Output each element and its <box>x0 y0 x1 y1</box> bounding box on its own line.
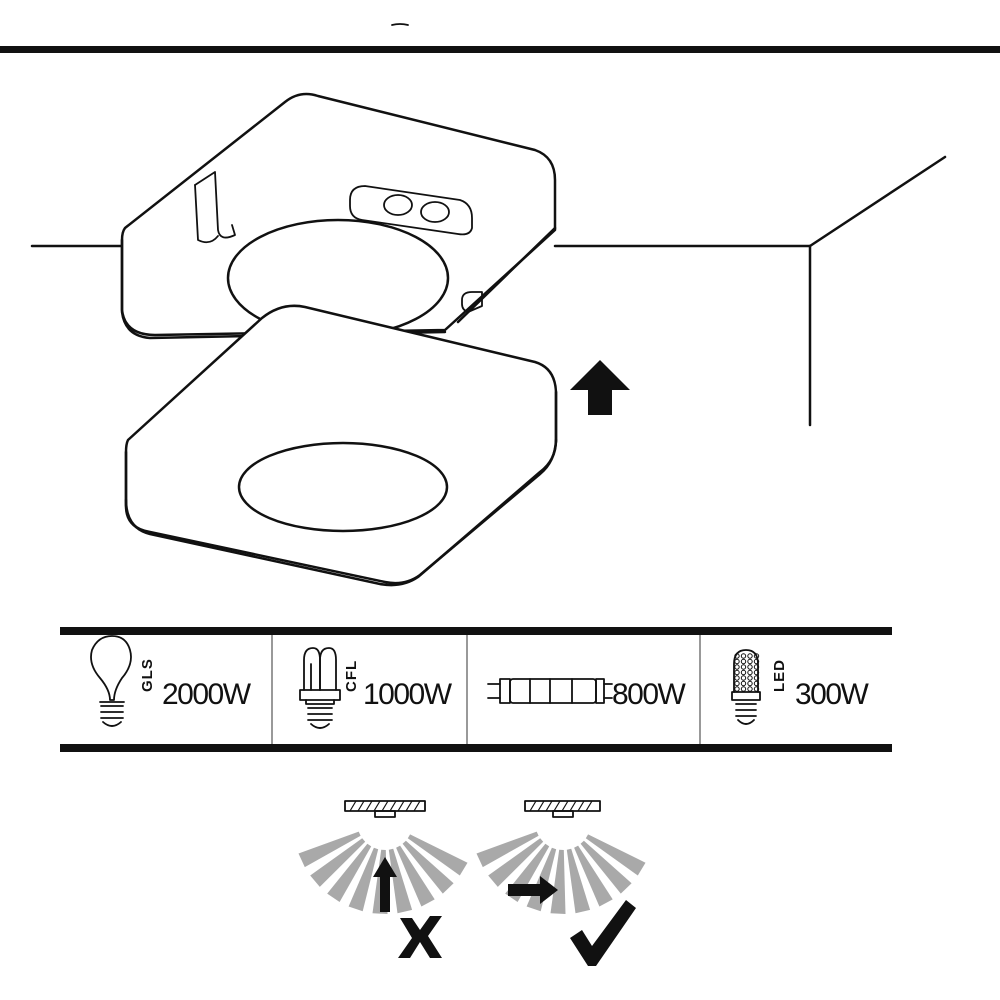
led-dot <box>740 675 747 681</box>
led-dot <box>747 658 753 665</box>
led-dot <box>753 658 760 665</box>
led-dot <box>747 669 753 676</box>
led-dot <box>753 675 760 681</box>
led-bulb-icon <box>731 649 761 725</box>
side-clip <box>461 291 483 313</box>
detection-beam <box>488 838 544 887</box>
lamp-type-label: LED <box>771 659 788 692</box>
sensor-head <box>374 810 396 818</box>
detection-beam <box>396 845 435 907</box>
led-dot <box>747 686 753 692</box>
detection-zone-fan <box>476 831 646 914</box>
detection-incorrect <box>298 800 468 958</box>
load-cell-gls: GLS 2000W <box>90 635 253 727</box>
mounting-tab <box>194 171 236 239</box>
table-top-rule <box>60 627 892 635</box>
terminal-block <box>349 185 473 236</box>
detection-beam <box>327 843 372 902</box>
led-dot <box>753 686 760 692</box>
lamp-power-label: 1000W <box>363 678 453 711</box>
sensor-lens <box>237 441 449 533</box>
detection-correct <box>476 800 646 966</box>
incandescent-bulb-icon <box>90 635 132 727</box>
fluorescent-tube-icon <box>487 678 613 704</box>
led-dot <box>740 669 747 676</box>
load-cell-tube: 800W <box>487 678 688 711</box>
detection-beam <box>580 840 632 894</box>
detection-beam <box>298 831 361 868</box>
detection-beam <box>476 831 539 868</box>
led-dot <box>734 664 740 670</box>
led-dot <box>740 664 747 670</box>
led-dot <box>740 653 747 659</box>
terminal-screw <box>383 194 413 216</box>
lamp-type-label: CFL <box>343 660 360 692</box>
led-dot <box>747 675 753 681</box>
led-dot <box>747 653 753 659</box>
approach-arrow-icon <box>373 857 397 912</box>
check-icon <box>570 900 636 966</box>
led-dot <box>734 686 740 692</box>
detection-beam <box>310 838 366 887</box>
detection-beam <box>348 847 379 912</box>
led-dot <box>747 664 753 670</box>
sensor-cover <box>124 304 558 587</box>
led-dot <box>753 680 760 687</box>
led-dot <box>734 669 740 676</box>
detection-beam <box>566 848 591 914</box>
sensor-mounting-base <box>120 92 557 340</box>
cross-icon <box>398 916 442 958</box>
detection-beam <box>585 834 646 876</box>
detection-beam <box>402 840 454 894</box>
led-dot <box>753 664 760 670</box>
led-dot <box>734 675 740 681</box>
across-arrow-icon <box>508 876 558 904</box>
detection-beam <box>574 845 613 907</box>
led-dot <box>740 658 747 665</box>
led-dot <box>747 680 753 687</box>
led-dot <box>740 686 747 692</box>
lamp-power-label: 2000W <box>162 678 252 711</box>
lamp-power-label: 800W <box>612 678 687 711</box>
top-rule <box>0 46 1000 53</box>
led-dot <box>734 658 740 665</box>
table-bottom-rule <box>60 744 892 752</box>
load-cell-led: LED 300W <box>731 649 871 725</box>
detection-zone-fan <box>298 831 468 914</box>
push-up-arrow-icon <box>570 360 630 415</box>
led-dot <box>734 653 740 659</box>
led-dot <box>753 653 760 659</box>
lamp-type-label: GLS <box>139 658 156 692</box>
led-dot <box>734 680 740 687</box>
sensor-head <box>552 810 574 818</box>
ceiling-wall-corner <box>30 155 947 427</box>
lamp-power-label: 300W <box>795 678 870 711</box>
load-cell-cfl: CFL 1000W <box>299 647 454 729</box>
top-mark <box>391 23 409 26</box>
load-table: GLS 2000W CFL 1000W <box>60 627 892 752</box>
led-dot <box>753 669 760 676</box>
terminal-screw <box>420 201 450 223</box>
detection-beam <box>388 848 413 914</box>
led-dot <box>740 680 747 687</box>
cfl-bulb-icon <box>299 647 341 729</box>
detection-beam <box>407 834 468 876</box>
detection-beam <box>550 849 566 914</box>
